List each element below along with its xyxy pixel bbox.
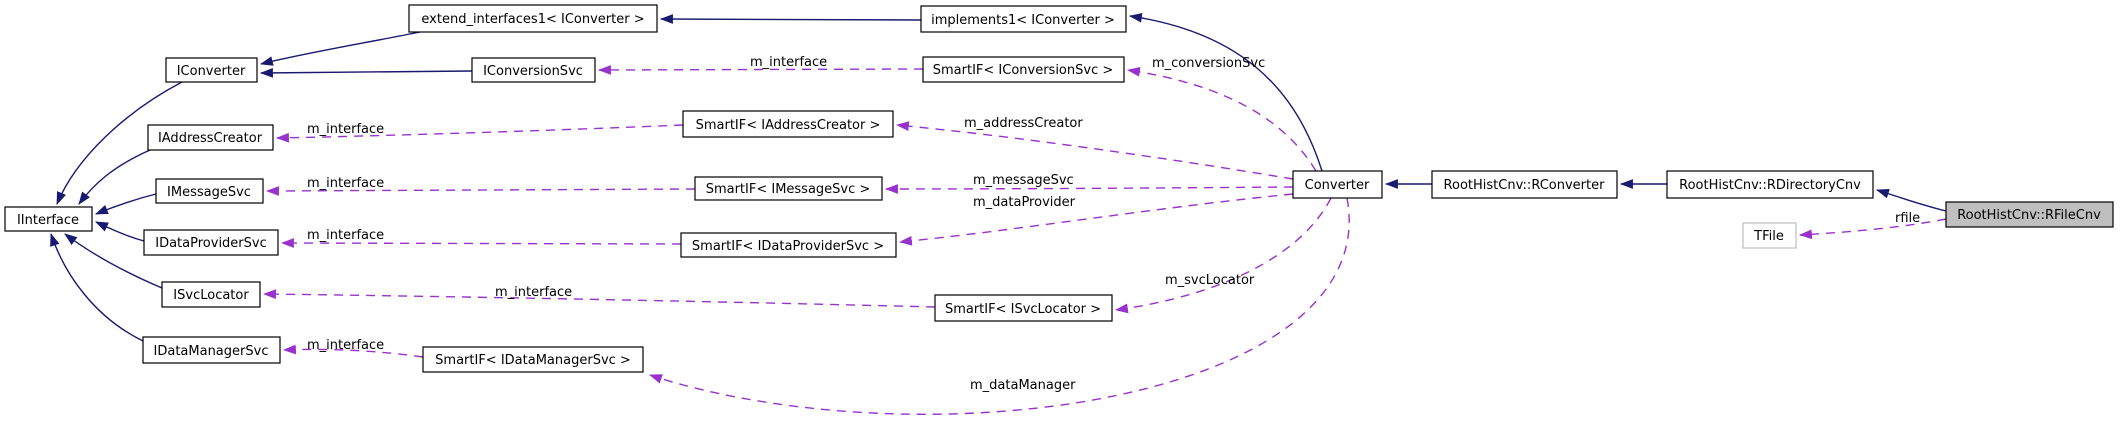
node-smartif-iconversionsvc[interactable]: SmartIF< IConversionSvc > bbox=[922, 56, 1125, 83]
node-label: SmartIF< ISvcLocator > bbox=[945, 302, 1101, 317]
edge-smartif-idataprovidersvc-to-idataprovidersvc bbox=[280, 238, 682, 248]
node-roothistcnv-rconverter[interactable]: RootHistCnv::RConverter bbox=[1431, 170, 1618, 199]
edge-converter-to-implements1 bbox=[1128, 12, 1323, 172]
node-label: IMessageSvc bbox=[167, 185, 251, 200]
edge-label-m-dataprovider: m_dataProvider bbox=[973, 195, 1076, 210]
node-label: SmartIF< IDataManagerSvc > bbox=[435, 353, 631, 368]
edge-converter-to-smartif-iaddresscreator bbox=[895, 121, 1294, 180]
edge-idatamanagersvc-to-iinterface bbox=[50, 232, 144, 342]
edge-label-m-interface-conversionsvc: m_interface bbox=[750, 55, 827, 70]
node-label: SmartIF< IAddressCreator > bbox=[696, 118, 881, 133]
edge-extend-interfaces1-to-iconverter bbox=[259, 31, 421, 66]
edge-converter-to-smartif-idataprovidersvc bbox=[898, 193, 1294, 246]
node-idataprovidersvc[interactable]: IDataProviderSvc bbox=[143, 229, 279, 256]
edge-rfilecnv-to-tfile bbox=[1798, 218, 1947, 240]
edge-smartif-imessagesvc-to-imessagesvc bbox=[265, 186, 696, 196]
edge-rfilecnv-to-rdirectorycnv bbox=[1875, 188, 1947, 212]
node-tfile-external: TFile bbox=[1742, 222, 1797, 249]
edge-converter-to-smartif-imessagesvc bbox=[884, 184, 1294, 194]
edge-implements1-to-extend-interfaces1 bbox=[659, 14, 922, 24]
edge-label-m-conversionsvc: m_conversionSvc bbox=[1152, 56, 1265, 71]
edge-label-m-messagesvc: m_messageSvc bbox=[973, 173, 1074, 188]
edge-converter-to-smartif-iconversionsvc bbox=[1126, 66, 1317, 172]
node-extend-interfaces1[interactable]: extend_interfaces1< IConverter > bbox=[408, 4, 658, 33]
node-label: implements1< IConverter > bbox=[931, 13, 1115, 28]
node-label: Converter bbox=[1305, 178, 1370, 193]
node-label: IConversionSvc bbox=[483, 64, 583, 79]
edge-label-m-datamanager: m_dataManager bbox=[970, 378, 1076, 393]
edge-idataprovidersvc-to-iinterface bbox=[95, 221, 145, 242]
node-smartif-isvclocator[interactable]: SmartIF< ISvcLocator > bbox=[934, 294, 1113, 322]
edge-converter-to-smartif-idatamanagersvc bbox=[648, 197, 1350, 415]
edge-label-rfile: rfile bbox=[1895, 211, 1920, 226]
edge-converter-to-smartif-isvclocator bbox=[1114, 197, 1332, 314]
node-imessagesvc[interactable]: IMessageSvc bbox=[155, 178, 264, 204]
node-isvclocator[interactable]: ISvcLocator bbox=[161, 281, 261, 308]
edge-label-m-interface-dataprovidersvc: m_interface bbox=[307, 228, 384, 243]
node-smartif-idataprovidersvc[interactable]: SmartIF< IDataProviderSvc > bbox=[680, 232, 897, 258]
node-label: IInterface bbox=[17, 213, 79, 228]
node-idatamanagersvc[interactable]: IDataManagerSvc bbox=[142, 336, 281, 364]
node-smartif-imessagesvc[interactable]: SmartIF< IMessageSvc > bbox=[694, 176, 883, 201]
edge-smartif-idatamanagersvc-to-idatamanagersvc bbox=[282, 344, 424, 358]
node-smartif-idatamanagersvc[interactable]: SmartIF< IDataManagerSvc > bbox=[422, 346, 644, 373]
node-label: ISvcLocator bbox=[173, 288, 249, 303]
node-label: TFile bbox=[1753, 229, 1784, 244]
node-label: RootHistCnv::RDirectoryCnv bbox=[1679, 178, 1861, 193]
edge-label-m-svclocator: m_svcLocator bbox=[1165, 273, 1255, 288]
node-label: RootHistCnv::RFileCnv bbox=[1957, 208, 2101, 223]
node-label: extend_interfaces1< IConverter > bbox=[421, 12, 644, 27]
node-converter[interactable]: Converter bbox=[1292, 170, 1383, 199]
node-iinterface[interactable]: IInterface bbox=[4, 206, 93, 232]
edge-label-m-interface-datamanagersvc: m_interface bbox=[307, 338, 384, 353]
edge-label-m-addresscreator: m_addressCreator bbox=[964, 116, 1083, 131]
edge-imessagesvc-to-iinterface bbox=[94, 193, 157, 215]
edge-isvclocator-to-iinterface bbox=[64, 233, 163, 289]
node-iconversionsvc[interactable]: IConversionSvc bbox=[471, 57, 596, 83]
node-label: IDataManagerSvc bbox=[154, 344, 269, 359]
edge-iconverter-to-iinterface bbox=[56, 81, 183, 206]
edge-label-m-interface-svclocator: m_interface bbox=[495, 285, 572, 300]
node-implements1[interactable]: implements1< IConverter > bbox=[920, 5, 1127, 33]
node-label: RootHistCnv::RConverter bbox=[1444, 178, 1606, 193]
node-label: IDataProviderSvc bbox=[155, 236, 267, 251]
node-smartif-iaddresscreator[interactable]: SmartIF< IAddressCreator > bbox=[682, 110, 894, 138]
edge-smartif-iconversionsvc-to-iconversionsvc bbox=[597, 65, 924, 75]
edge-iaddresscreator-to-iinterface bbox=[78, 149, 151, 205]
node-label: IConverter bbox=[177, 64, 246, 79]
edge-iconversionsvc-to-iconverter bbox=[259, 68, 473, 78]
node-label: IAddressCreator bbox=[158, 131, 263, 146]
edge-label-m-interface-messagesvc: m_interface bbox=[307, 176, 384, 191]
edge-smartif-isvclocator-to-isvclocator bbox=[262, 289, 936, 308]
node-label: SmartIF< IDataProviderSvc > bbox=[692, 239, 884, 254]
node-roothistcnv-rfilecnv-focus: RootHistCnv::RFileCnv bbox=[1945, 201, 2114, 228]
node-label: SmartIF< IConversionSvc > bbox=[933, 63, 1114, 78]
node-iaddresscreator[interactable]: IAddressCreator bbox=[147, 124, 274, 151]
node-roothistcnv-rdirectorycnv[interactable]: RootHistCnv::RDirectoryCnv bbox=[1666, 170, 1874, 199]
edge-label-m-interface-addresscreator: m_interface bbox=[307, 122, 384, 137]
node-iconverter[interactable]: IConverter bbox=[165, 57, 258, 83]
node-label: SmartIF< IMessageSvc > bbox=[706, 182, 871, 197]
